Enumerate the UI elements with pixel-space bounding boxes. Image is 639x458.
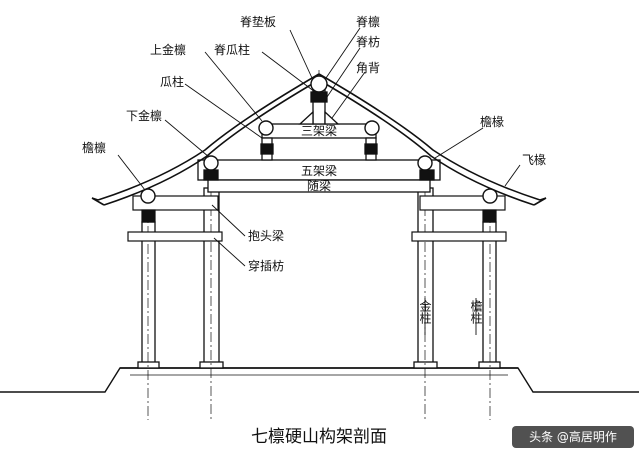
- diagram-title: 七檩硬山构架剖面: [251, 427, 387, 447]
- right-gold-column: [417, 187, 434, 365]
- eave-purlin-right: [482, 188, 498, 204]
- label-eave-column: 檐柱: [469, 300, 483, 325]
- label-ridge-pad-board: 脊垫板: [240, 14, 276, 29]
- left-gold-column: [203, 187, 220, 365]
- leader-lines: [117, 27, 521, 335]
- label-gold-column: 金柱: [418, 299, 432, 325]
- label-eave-rafter: 檐椽: [480, 115, 504, 129]
- upper-gold-purlin-right: [364, 120, 380, 136]
- foundation: [0, 367, 639, 393]
- label-gold-column-text: 金柱: [418, 299, 432, 325]
- label-tie-beam: 抱头梁: [248, 228, 284, 243]
- label-follow-beam: 随梁: [307, 178, 331, 193]
- columns: [137, 187, 501, 369]
- follow-beam: [207, 179, 431, 193]
- upper-gold-purlin-left: [258, 120, 274, 136]
- watermark-badge: [512, 426, 634, 448]
- eave-purlin-left: [140, 188, 156, 204]
- label-corner-back: 角背: [356, 61, 380, 75]
- label-eave-column-text: 檐柱: [469, 300, 483, 325]
- label-through-tie: 穿插枋: [248, 258, 284, 273]
- label-three-purlin-beam: 三架梁: [301, 123, 337, 138]
- label-melon-column: 瓜柱: [160, 74, 184, 89]
- label-ridge-purlin: 脊檩: [356, 14, 380, 29]
- label-ridge-melon-column: 脊瓜柱: [214, 42, 250, 57]
- main-beams: [197, 87, 441, 193]
- label-upper-gold-purlin: 上金檩: [150, 42, 186, 57]
- lower-gold-purlin-left: [203, 155, 219, 171]
- label-ridge-tie: 脊枋: [356, 34, 380, 49]
- label-lower-gold-purlin: 下金檩: [126, 108, 162, 123]
- label-eave-purlin: 檐檩: [82, 140, 106, 155]
- purlins: [140, 75, 498, 204]
- label-five-purlin-beam: 五架梁: [301, 163, 337, 178]
- ridge-purlin: [310, 75, 328, 93]
- lower-gold-purlin-right: [417, 155, 433, 171]
- roof-rafters: [91, 73, 547, 206]
- left-eave-column: [141, 221, 156, 365]
- label-flying-rafter: 飞椽: [522, 153, 546, 167]
- right-eave-column: [482, 221, 497, 365]
- tie-beams: [127, 195, 507, 242]
- watermark-text: 头条 @高居明作: [529, 429, 617, 444]
